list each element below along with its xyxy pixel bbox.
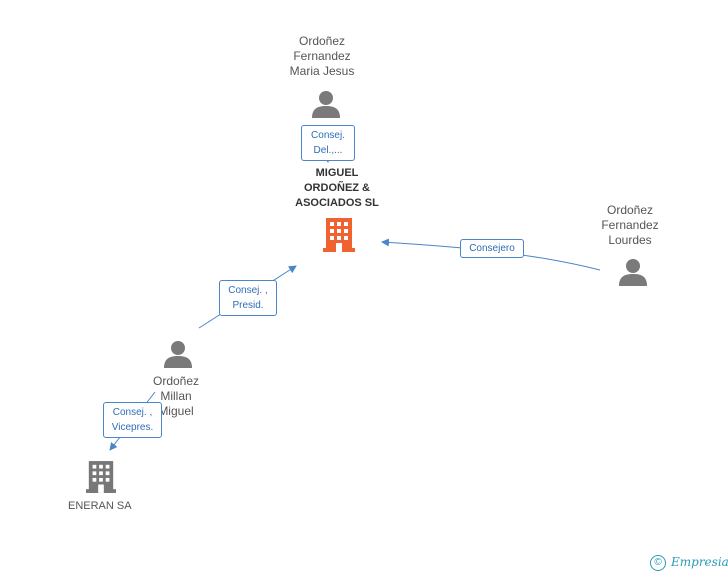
person-icon[interactable] bbox=[311, 89, 341, 119]
company-name-line: ORDOÑEZ & bbox=[304, 182, 370, 194]
edge-label-miguel-to-main[interactable]: Consej. , Presid. bbox=[219, 280, 277, 316]
edge-label-line: Consej. bbox=[311, 130, 345, 141]
edge-label-miguel-to-eneran[interactable]: Consej. , Vicepres. bbox=[103, 402, 162, 438]
edge-label-line: Consej. , bbox=[112, 407, 153, 418]
person-name-line: Millan bbox=[160, 389, 192, 403]
person-name-lourdes[interactable]: Ordoñez Fernandez Lourdes bbox=[580, 203, 680, 248]
company-name-eneran[interactable]: ENERAN SA bbox=[68, 500, 132, 512]
person-name-line: Miguel bbox=[158, 404, 194, 418]
person-name-line: Maria Jesus bbox=[289, 64, 355, 78]
person-name-line: Ordoñez bbox=[298, 34, 346, 48]
person-icon[interactable] bbox=[618, 257, 648, 287]
empresia-logo: Empresia bbox=[671, 555, 728, 569]
edge-label-line: Del.,... bbox=[313, 145, 343, 156]
building-icon[interactable] bbox=[323, 218, 355, 252]
edge-label-line: Presid. bbox=[232, 300, 264, 311]
person-name-maria-jesus[interactable]: Ordoñez Fernandez Maria Jesus bbox=[272, 34, 372, 79]
edge-label-maria-to-main[interactable]: Consej. Del.,... bbox=[301, 125, 355, 161]
person-name-line: Lourdes bbox=[608, 233, 652, 247]
edge-label-lourdes-to-main[interactable]: Consejero bbox=[460, 239, 524, 258]
person-name-line: Fernandez bbox=[293, 49, 351, 63]
company-name-line: MIGUEL bbox=[315, 167, 359, 179]
building-icon[interactable] bbox=[86, 460, 116, 494]
person-name-miguel[interactable]: Ordoñez Millan Miguel bbox=[126, 374, 226, 419]
person-name-line: Fernandez bbox=[601, 218, 659, 232]
person-icon[interactable] bbox=[163, 339, 193, 369]
edge-label-line: Consej. , bbox=[228, 285, 268, 296]
copyright-icon: © bbox=[650, 555, 666, 571]
edge-label-line: Vicepres. bbox=[111, 422, 154, 433]
edge-label-line: Consejero bbox=[469, 243, 515, 254]
person-name-line: Ordoñez bbox=[606, 203, 654, 217]
company-name-line: ASOCIADOS SL bbox=[295, 197, 379, 209]
company-name-main[interactable]: MIGUEL ORDOÑEZ & ASOCIADOS SL bbox=[277, 166, 397, 211]
person-name-line: Ordoñez bbox=[152, 374, 200, 388]
